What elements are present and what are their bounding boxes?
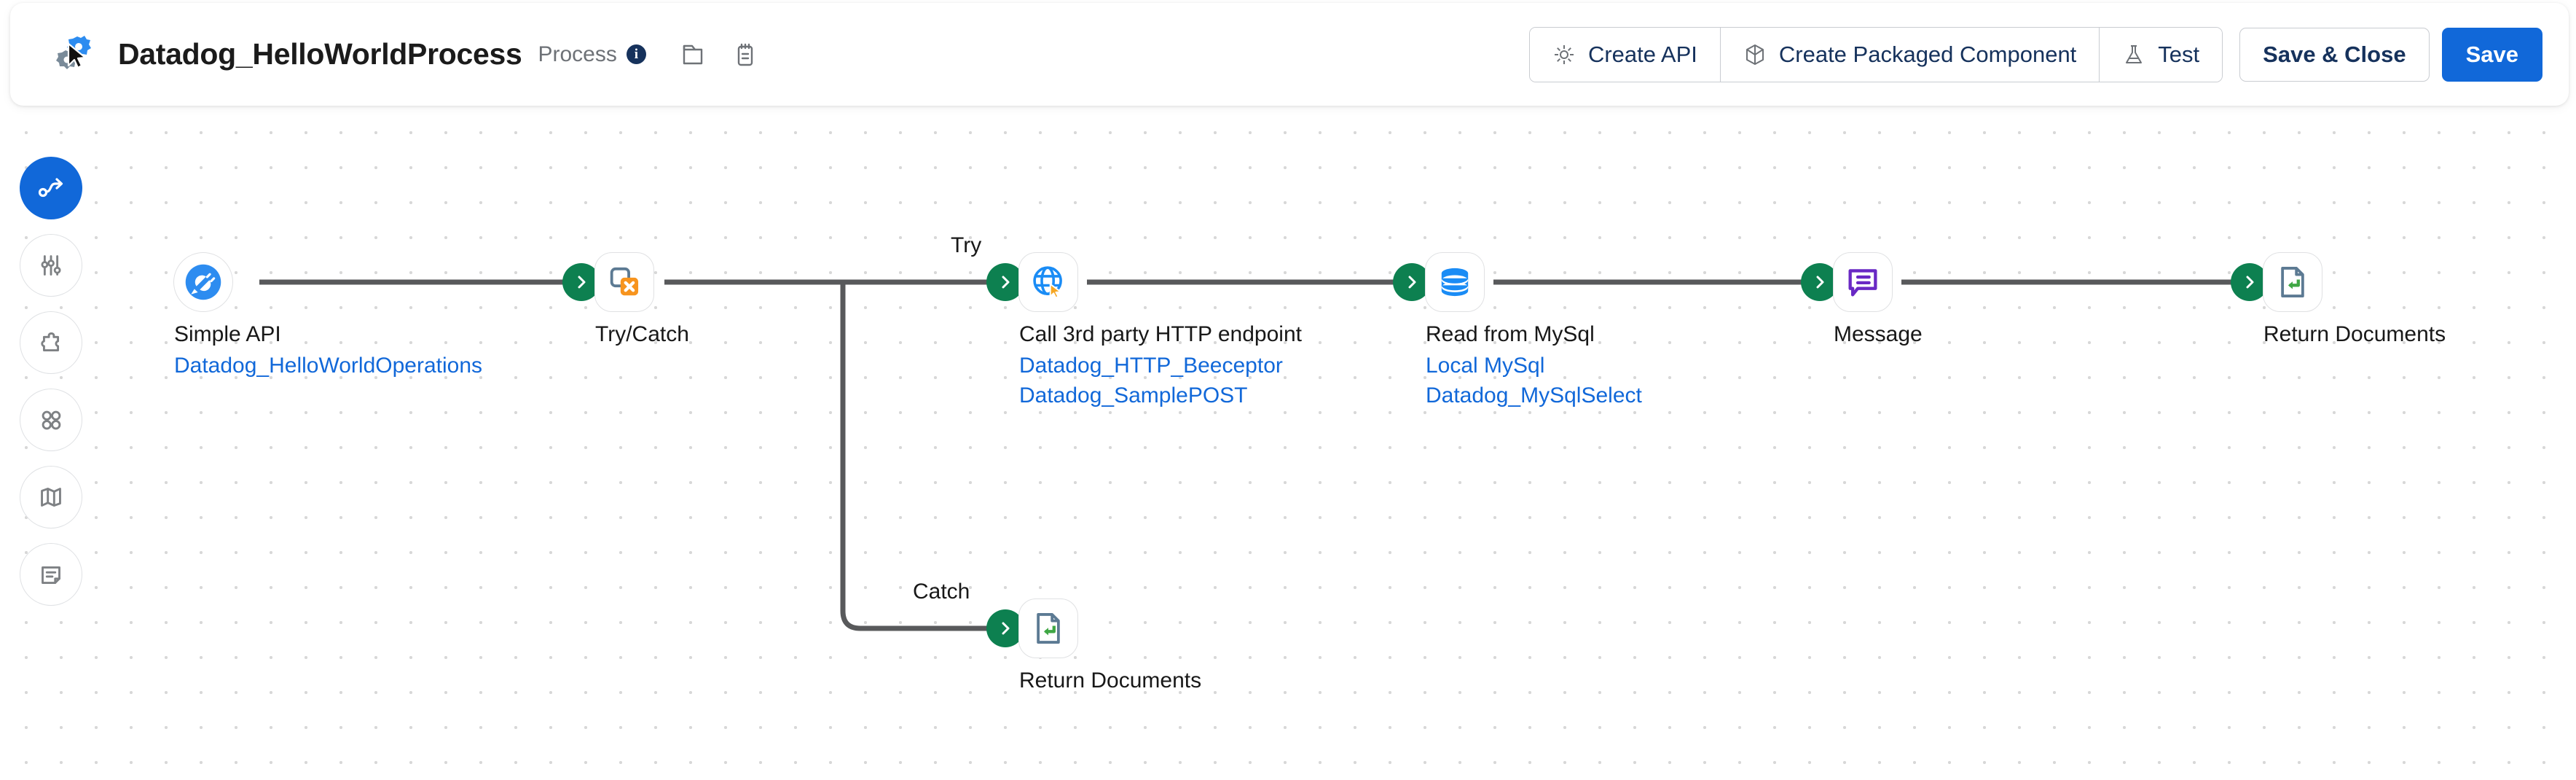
gear-icon (1554, 44, 1574, 64)
message-bubble-icon (1848, 269, 1877, 297)
page-title: Datadog_HelloWorldProcess (118, 37, 522, 71)
node-sub[interactable]: Local MySql (1426, 353, 1545, 378)
gears-cursor-logo-icon (48, 28, 102, 82)
flask-icon (2126, 44, 2143, 63)
map-icon (41, 488, 61, 507)
globe-cursor-icon (1033, 266, 1062, 299)
puzzle-piece-icon (41, 332, 60, 351)
node-return-documents-main-labels: Return Documents (2263, 319, 2446, 351)
node-title: Return Documents (1019, 668, 1202, 693)
node-call-http-endpoint-shape[interactable] (1018, 252, 1078, 312)
node-sub[interactable]: Datadog_SamplePOST (1019, 383, 1248, 407)
node-sub[interactable]: Datadog_HelloWorldOperations (174, 353, 483, 378)
note-document-icon (42, 566, 60, 584)
plug-connector-icon (185, 264, 221, 300)
four-circles-icon (42, 410, 61, 430)
node-title: Try/Catch (595, 322, 689, 346)
node-title: Read from MySql (1426, 322, 1595, 346)
node-sub[interactable]: Datadog_MySqlSelect (1426, 383, 1642, 407)
folder-icon[interactable] (672, 34, 713, 75)
node-try-catch-labels: Try/Catch (595, 319, 689, 351)
process-type-label: Process (538, 42, 617, 66)
sidebar-item-settings[interactable] (20, 234, 82, 297)
flow-arrow-icon (38, 178, 63, 198)
return-document-icon (2281, 267, 2304, 297)
node-try-catch-arrow[interactable] (562, 263, 600, 301)
node-message-labels: Message (1834, 319, 1923, 351)
node-return-documents-catch-labels: Return Documents (1019, 666, 1201, 697)
sidebar-item-map[interactable] (20, 466, 82, 529)
database-icon (1441, 268, 1469, 297)
test-label: Test (2158, 41, 2200, 67)
sliders-icon (41, 255, 61, 276)
branch-label-catch: Catch (913, 580, 970, 604)
node-try-catch-shape[interactable] (594, 252, 654, 312)
node-title: Message (1834, 322, 1923, 346)
node-title: Simple API (174, 322, 281, 346)
save-and-close-button[interactable]: Save & Close (2239, 27, 2430, 82)
sidebar-item-extensions[interactable] (20, 311, 82, 374)
node-return-documents-catch-arrow[interactable] (986, 609, 1024, 647)
create-packaged-component-button[interactable]: Create Packaged Component (1719, 27, 2100, 82)
node-message-shape[interactable] (1833, 252, 1893, 312)
node-message-arrow[interactable] (1801, 263, 1839, 301)
app-header: Datadog_HelloWorldProcess Process i Crea… (10, 3, 2569, 106)
left-sidebar (20, 157, 82, 606)
node-read-from-mysql-labels: Read from MySql Local MySql Datadog_MySq… (1426, 319, 1642, 410)
create-packaged-component-label: Create Packaged Component (1778, 41, 2077, 67)
notepad-icon[interactable] (725, 34, 766, 75)
create-api-label: Create API (1587, 41, 1697, 67)
sidebar-item-notes[interactable] (20, 543, 82, 606)
node-call-http-endpoint-labels: Call 3rd party HTTP endpoint Datadog_HTT… (1019, 319, 1302, 410)
node-simple-api-labels: Simple API Datadog_HelloWorldOperations (174, 319, 482, 381)
package-cube-icon (1746, 44, 1764, 65)
node-read-from-mysql-shape[interactable] (1425, 252, 1485, 312)
node-return-documents-catch-shape[interactable] (1018, 598, 1078, 658)
sidebar-item-process-flow[interactable] (20, 157, 82, 219)
node-read-from-mysql-arrow[interactable] (1393, 263, 1431, 301)
node-sub[interactable]: Datadog_HTTP_Beeceptor (1019, 353, 1283, 378)
info-icon[interactable]: i (626, 44, 646, 64)
node-title: Call 3rd party HTTP endpoint (1019, 322, 1302, 346)
sidebar-item-components[interactable] (20, 389, 82, 451)
node-call-http-endpoint-arrow[interactable] (986, 263, 1024, 301)
node-return-documents-main-arrow[interactable] (2231, 263, 2269, 301)
test-button[interactable]: Test (2099, 27, 2223, 82)
node-title: Return Documents (2263, 322, 2446, 346)
node-simple-api-shape[interactable] (173, 252, 233, 312)
branch-label-try: Try (951, 233, 982, 257)
try-catch-icon (610, 267, 639, 296)
create-api-button[interactable]: Create API (1529, 27, 1720, 82)
action-button-group: Create API Create Packaged Component Tes… (1528, 26, 2223, 82)
node-return-documents-main-shape[interactable] (2263, 252, 2322, 312)
save-button[interactable]: Save (2441, 27, 2542, 82)
return-document-icon (1037, 613, 1060, 644)
